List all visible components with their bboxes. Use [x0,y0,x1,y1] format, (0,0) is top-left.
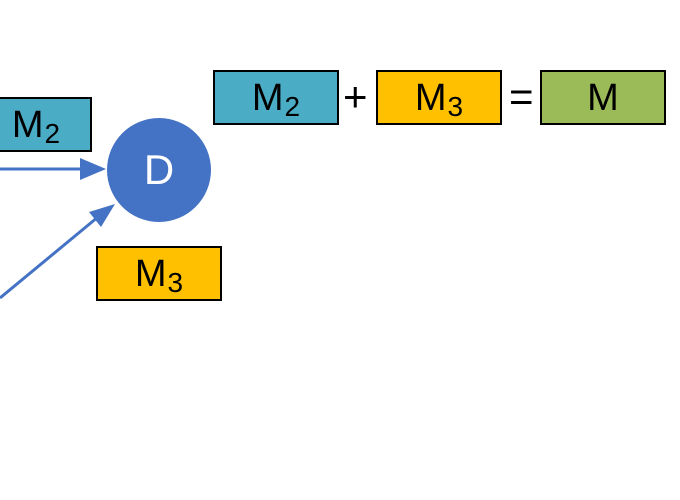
equation-term-m2-label: M2 [251,76,301,122]
equation-term-m3: M3 [376,70,502,125]
arrow-m2-to-d-head [80,158,106,180]
arrow-lower-to-d-head [89,204,115,227]
node-d-label: D [143,146,175,193]
equation-result-m-label: M [587,76,619,119]
equation-term-m3-label: M3 [414,76,464,122]
box-m3-below-label: M3 [134,252,184,298]
equation-term-m2: M2 [213,70,339,125]
box-m2-left: M2 [0,97,92,152]
node-d: D [107,118,211,222]
box-m2-left-label: M2 [11,103,61,149]
arrow-lower-to-d [0,210,105,300]
equation-result-m: M [540,70,666,125]
plus-sign: + [343,73,368,120]
box-m3-below: M3 [96,246,222,301]
equals-sign: = [509,73,534,120]
